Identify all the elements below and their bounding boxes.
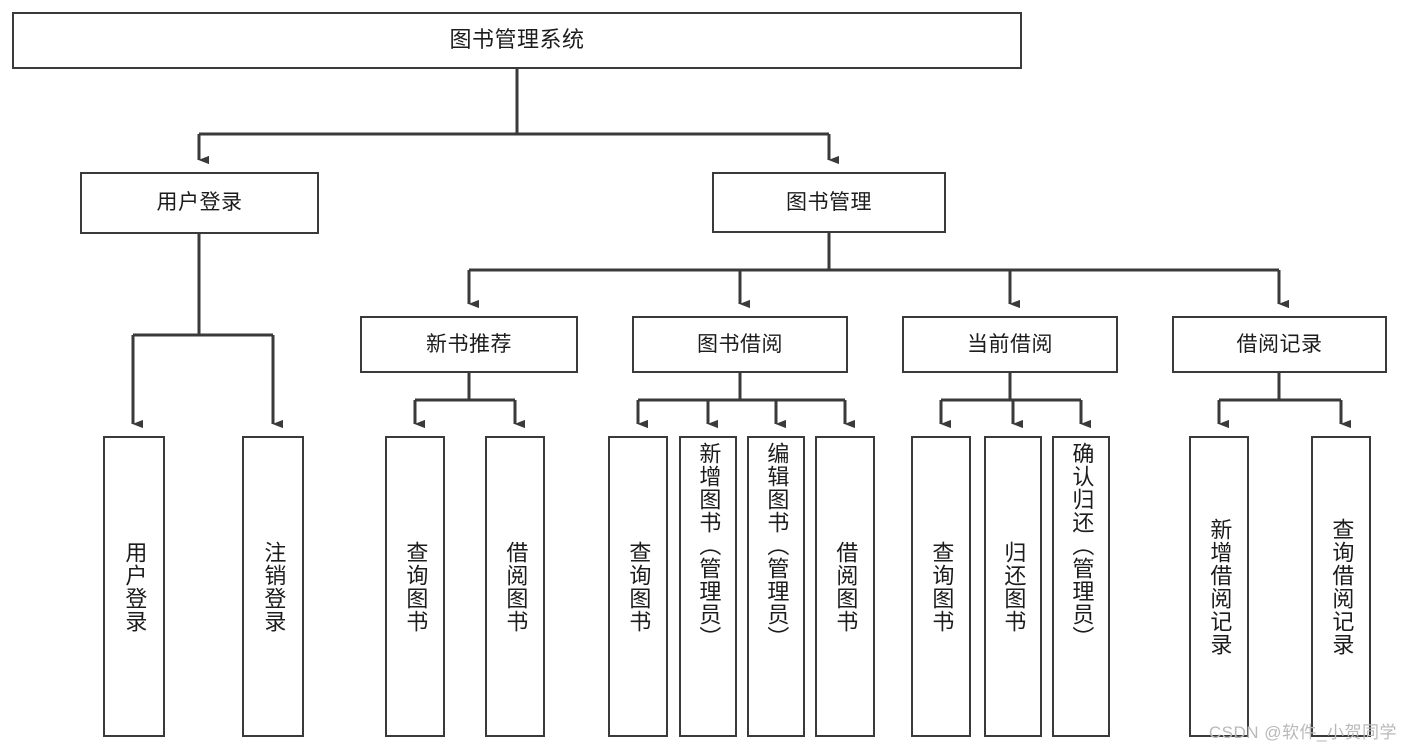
node-leaf-bb-borrow-book[interactable]: 借阅图书	[815, 436, 875, 737]
node-current-borrow[interactable]: 当前借阅	[902, 316, 1118, 373]
node-label: 当前借阅	[967, 332, 1053, 356]
node-leaf-user-logout[interactable]: 注销登录	[242, 436, 304, 737]
node-label: 图书借阅	[697, 332, 783, 356]
node-leaf-br-query-record[interactable]: 查询借阅记录	[1311, 436, 1371, 737]
node-label: 查询图书	[929, 540, 955, 633]
node-leaf-br-add-record[interactable]: 新增借阅记录	[1189, 436, 1249, 737]
node-leaf-nbr-query-book[interactable]: 查询图书	[385, 436, 445, 737]
node-borrow-record[interactable]: 借阅记录	[1172, 316, 1387, 373]
node-label: 注销登录	[261, 540, 287, 633]
node-leaf-bb-add-book[interactable]: 新增图书（管理员）	[679, 436, 737, 737]
node-book-manage[interactable]: 图书管理	[712, 172, 946, 233]
node-label: 新书推荐	[426, 332, 512, 356]
node-leaf-cb-query-book[interactable]: 查询图书	[911, 436, 971, 737]
node-label: 图书管理系统	[449, 27, 585, 53]
node-leaf-cb-confirm-return[interactable]: 确认归还（管理员）	[1052, 436, 1110, 737]
node-label: 确认归还（管理员）	[1069, 442, 1095, 649]
node-label: 归还图书	[1001, 540, 1027, 633]
csdn-watermark: CSDN @软件_小贺同学	[1208, 723, 1397, 742]
node-leaf-nbr-borrow-book[interactable]: 借阅图书	[485, 436, 545, 737]
node-label: 编辑图书（管理员）	[764, 442, 790, 649]
node-label: 借阅记录	[1236, 332, 1323, 356]
node-user-login[interactable]: 用户登录	[80, 172, 319, 234]
node-label: 用户登录	[156, 191, 243, 215]
node-label: 借阅图书	[503, 540, 529, 633]
node-leaf-cb-return-book[interactable]: 归还图书	[984, 436, 1042, 737]
node-label: 查询图书	[626, 540, 652, 633]
node-book-borrow[interactable]: 图书借阅	[632, 316, 848, 373]
node-root-book-management-system[interactable]: 图书管理系统	[12, 12, 1022, 69]
node-label: 查询图书	[403, 540, 429, 633]
node-label: 用户登录	[122, 540, 148, 633]
node-new-book-recommend[interactable]: 新书推荐	[360, 316, 578, 373]
node-label: 新增图书（管理员）	[696, 442, 722, 649]
node-leaf-bb-query-book[interactable]: 查询图书	[608, 436, 668, 737]
node-label: 借阅图书	[833, 540, 859, 633]
node-label: 查询借阅记录	[1329, 517, 1355, 656]
node-label: 图书管理	[786, 190, 872, 214]
node-leaf-user-login-do[interactable]: 用户登录	[103, 436, 165, 737]
node-leaf-bb-edit-book[interactable]: 编辑图书（管理员）	[747, 436, 805, 737]
node-label: 新增借阅记录	[1207, 517, 1233, 656]
